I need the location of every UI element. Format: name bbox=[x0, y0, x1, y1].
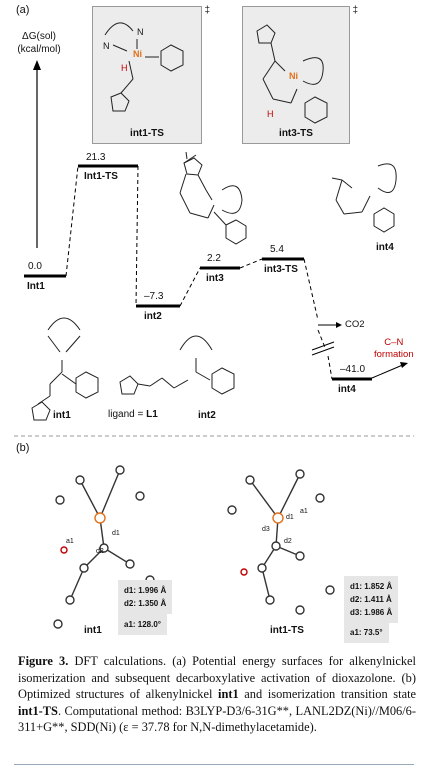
svg-text:N: N bbox=[103, 41, 110, 51]
y-axis-arrowhead bbox=[33, 60, 41, 70]
int1ts-distance-box: d1: 1.852 Å d2: 1.411 Å d3: 1.986 Å bbox=[344, 576, 399, 623]
int1ts-3d-name: int1-TS bbox=[270, 625, 304, 636]
svg-text:H: H bbox=[267, 109, 274, 119]
ligand-label: ligand = L1 bbox=[108, 409, 158, 420]
axis-break-mark bbox=[311, 346, 335, 356]
ts-box-int1ts-name: int1-TS bbox=[130, 128, 164, 139]
cn-arrow bbox=[371, 363, 406, 379]
int1ts-angle-box: a1: 73.5° bbox=[344, 622, 389, 643]
int2-structure bbox=[119, 335, 235, 395]
int1-distance-box: d1: 1.996 Å d2: 1.350 Å bbox=[118, 580, 173, 614]
value-int2: –7.3 bbox=[144, 291, 164, 302]
struct-label-int2: int2 bbox=[198, 410, 216, 421]
label-int2: int2 bbox=[144, 311, 162, 322]
label-int3ts: int3-TS bbox=[264, 264, 298, 275]
value-int3: 2.2 bbox=[207, 253, 221, 264]
bottom-rule bbox=[14, 764, 414, 765]
int4-structure bbox=[331, 163, 397, 233]
reaction-path bbox=[65, 165, 333, 380]
svg-text:Ni: Ni bbox=[289, 71, 298, 81]
int3-structure bbox=[179, 151, 247, 245]
tag-int1-a1: a1 bbox=[66, 538, 74, 545]
value-int3ts: 5.4 bbox=[270, 244, 284, 255]
label-int1ts: Int1-TS bbox=[84, 171, 118, 182]
label-int4: int4 bbox=[338, 384, 356, 395]
ts-box-int3ts: ‡ Ni H int3-TS bbox=[242, 5, 358, 144]
y-axis-label: ΔG(sol) (kcal/mol) bbox=[17, 31, 61, 55]
ts-box-int3ts-name: int3-TS bbox=[279, 128, 313, 139]
svg-text:H: H bbox=[121, 63, 128, 73]
tag-int1-d2: d2 bbox=[96, 548, 104, 555]
tag-int1-d1: d1 bbox=[112, 530, 120, 537]
struct-label-int1: int1 bbox=[53, 410, 71, 421]
value-int4: –41.0 bbox=[340, 364, 366, 375]
int1ts-box-structure: N N Ni H bbox=[103, 22, 184, 112]
energy-diagram bbox=[14, 60, 414, 437]
panel-b-label: (b) bbox=[16, 442, 30, 454]
int1-angle-box: a1: 128.0° bbox=[118, 614, 168, 635]
tag-int1ts-d3: d3 bbox=[262, 526, 270, 533]
tag-int1ts-d2: d2 bbox=[284, 538, 292, 545]
int3ts-box-structure: Ni H bbox=[256, 24, 328, 124]
tag-int1ts-d1: d1 bbox=[286, 514, 294, 521]
int1-3d-model bbox=[53, 465, 155, 629]
svg-text:Ni: Ni bbox=[133, 49, 142, 59]
axis-break-mark bbox=[311, 341, 335, 351]
panel-a-label: (a) bbox=[16, 4, 30, 16]
struct-label-int4: int4 bbox=[376, 242, 394, 253]
co2-label: CO2 bbox=[345, 319, 365, 330]
figure-caption: Figure 3. DFT calculations. (a) Potentia… bbox=[18, 654, 417, 734]
value-int1ts: 21.3 bbox=[86, 152, 106, 163]
value-int1: 0.0 bbox=[28, 261, 42, 272]
cn-formation-label: C–N formation bbox=[374, 337, 414, 360]
int1ts-3d-model bbox=[227, 469, 335, 615]
tag-int1ts-a1: a1 bbox=[300, 508, 308, 515]
label-int3: int3 bbox=[206, 273, 224, 284]
optimized-structures bbox=[53, 465, 335, 629]
ts-box-int1ts: ‡ N N Ni H int1-TS bbox=[92, 5, 210, 144]
int1-3d-name: int1 bbox=[84, 625, 102, 636]
int1-structure bbox=[31, 317, 99, 421]
label-int1: Int1 bbox=[27, 281, 45, 292]
svg-text:N: N bbox=[137, 27, 144, 37]
